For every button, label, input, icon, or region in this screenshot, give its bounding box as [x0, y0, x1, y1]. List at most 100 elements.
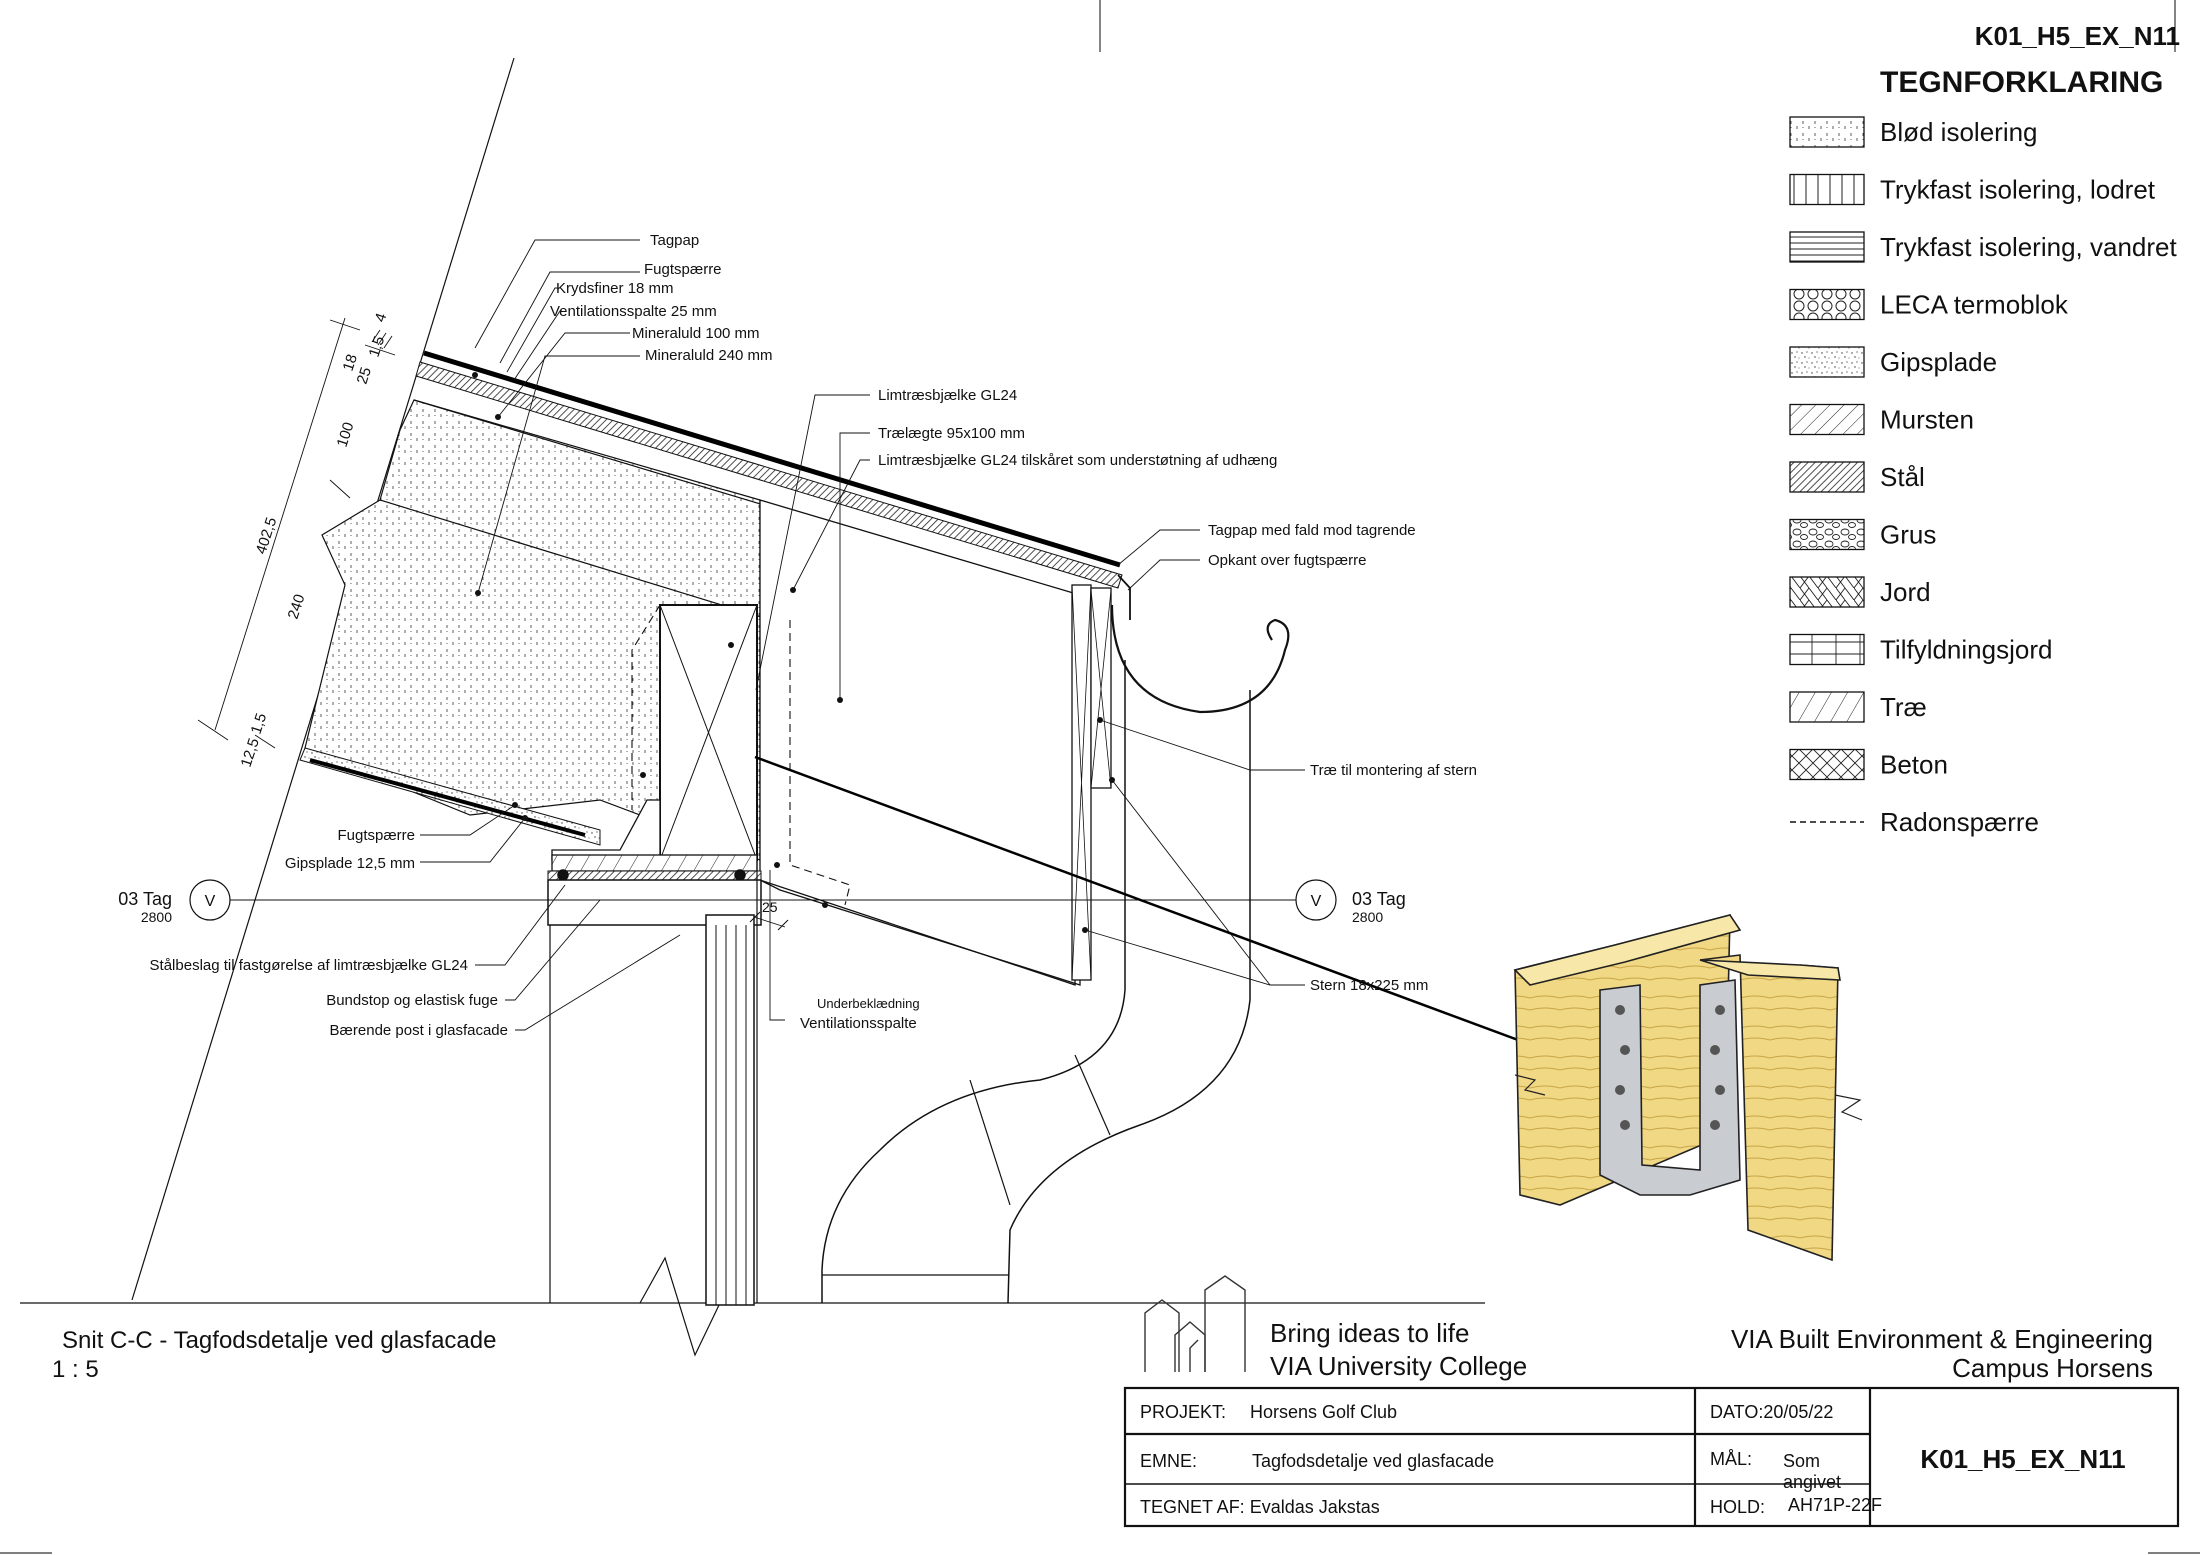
tb-maal-value-1: Som — [1783, 1451, 1820, 1471]
drawing-scale: 1 : 5 — [52, 1356, 99, 1383]
label-dim-25-post: 25 — [762, 899, 778, 915]
label-gipsplade: Gipsplade 12,5 mm — [285, 855, 415, 872]
legend-item-grus: Grus — [1789, 518, 1936, 551]
label-krydsfiner: Krydsfiner 18 mm — [556, 280, 674, 297]
legend-swatch-trae — [1789, 691, 1865, 723]
dim-18: 18 — [340, 352, 361, 373]
brand-slogan: Bring ideas to life — [1270, 1318, 1469, 1348]
legend-label-leca: LECA termoblok — [1880, 290, 2069, 320]
label-fugtspaerre-bottom: Fugtspærre — [337, 827, 415, 844]
legend-item-staal: Stål — [1789, 461, 1925, 493]
tb-emne-label: EMNE: — [1140, 1451, 1197, 1471]
label-bundstop: Bundstop og elastisk fuge — [326, 992, 498, 1009]
level-marker-left: V — [205, 893, 216, 910]
label-tagpap-fald: Tagpap med fald mod tagrende — [1208, 522, 1416, 539]
label-tagpap: Tagpap — [650, 232, 699, 249]
dim-12-5: 12,5 — [238, 736, 263, 769]
legend-label-beton: Beton — [1880, 750, 1948, 780]
label-ventilationsspalte: Ventilationsspalte — [800, 1015, 917, 1032]
tb-emne-value: Tagfodsdetalje ved glasfacade — [1252, 1451, 1494, 1471]
label-trae-montering: Træ til montering af stern — [1310, 762, 1477, 779]
legend-item-jord: Jord — [1789, 576, 1931, 608]
brand-dept: VIA Built Environment & Engineering — [1731, 1324, 2153, 1354]
legend-item-mursten: Mursten — [1789, 403, 1974, 436]
label-limtrae-gl24: Limtræsbjælke GL24 — [878, 387, 1017, 404]
legend-label-blod: Blød isolering — [1880, 117, 2038, 147]
legend-swatch-grus — [1789, 518, 1865, 551]
tb-hold-value: AH71P-22F — [1788, 1495, 1882, 1515]
label-fugtspaerre-top: Fugtspærre — [644, 261, 722, 278]
level-value-left: 2800 — [141, 909, 172, 925]
dim-100: 100 — [334, 420, 358, 449]
roof-plywood — [415, 361, 1123, 589]
legend-item-trae: Træ — [1789, 691, 1927, 723]
dim-1-5b: 1,5 — [248, 711, 271, 736]
brand-campus: Campus Horsens — [1952, 1353, 2153, 1383]
legend-title: TEGNFORKLARING — [1880, 66, 2163, 99]
brand-college: VIA University College — [1270, 1351, 1527, 1381]
legend-item-leca: LECA termoblok — [1789, 288, 2069, 321]
legend-label-radon: Radonspærre — [1880, 807, 2039, 837]
label-baerende-post: Bærende post i glasfacade — [330, 1022, 508, 1039]
legend-item-blod: Blød isolering — [1789, 116, 2038, 148]
legend-item-gips: Gipsplade — [1789, 346, 1997, 378]
callouts: Tagpap Fugtspærre Krydsfiner 18 mm Venti… — [118, 232, 1477, 1039]
tb-projekt-value: Horsens Golf Club — [1250, 1402, 1397, 1422]
legend-item-radon: Radonspærre — [1790, 807, 2039, 837]
label-limtrae-tilskaaret: Limtræsbjælke GL24 tilskåret som underst… — [878, 452, 1277, 469]
tb-maal-value-2: angivet — [1783, 1472, 1841, 1492]
level-name-right: 03 Tag — [1352, 889, 1406, 909]
label-traelaegte: Trælægte 95x100 mm — [878, 425, 1025, 442]
legend-item-trykfast-vandret: Trykfast isolering, vandret — [1789, 231, 2177, 263]
legend-swatch-blod — [1789, 116, 1865, 148]
level-marker-right: V — [1311, 893, 1322, 910]
legend-label-gips: Gipsplade — [1880, 347, 1997, 377]
legend-swatch-mursten — [1789, 403, 1865, 436]
gutter — [1110, 604, 1290, 714]
tb-projekt-label: PROJEKT: — [1140, 1402, 1226, 1422]
legend-swatch-beton — [1789, 748, 1865, 781]
level-value-right: 2800 — [1352, 909, 1383, 925]
legend-swatch-staal — [1789, 461, 1865, 493]
section-drawing — [20, 57, 1546, 1357]
legend-label-tilfyldning: Tilfyldningsjord — [1880, 635, 2052, 665]
tb-tegnet: TEGNET AF: Evaldas Jakstas — [1140, 1497, 1380, 1517]
label-stern: Stern 18x225 mm — [1310, 977, 1428, 994]
legend-swatch-trykfast-vandret — [1789, 231, 1865, 263]
dim-240: 240 — [285, 592, 309, 621]
joist-hanger — [1599, 979, 1741, 1196]
label-mineraluld-240: Mineraluld 240 mm — [645, 347, 773, 364]
legend: K01_H5_EX_N11 TEGNFORKLARING Blød isoler… — [1789, 21, 2180, 837]
tb-maal-label: MÅL: — [1710, 1449, 1752, 1469]
downpipe — [821, 660, 1251, 1304]
legend-swatch-jord — [1789, 576, 1865, 608]
steel-bracket — [547, 870, 762, 881]
label-underbeklaedning: Underbeklædning — [817, 996, 920, 1011]
drawing-title: Snit C-C - Tagfodsdetalje ved glasfacade — [62, 1327, 496, 1354]
label-ventilationsspalte-25: Ventilationsspalte 25 mm — [550, 303, 717, 320]
legend-label-jord: Jord — [1880, 577, 1931, 607]
label-opkant: Opkant over fugtspærre — [1208, 552, 1366, 569]
legend-label-trae: Træ — [1880, 692, 1927, 722]
via-logo — [1144, 1275, 1246, 1372]
bearing-post — [705, 914, 755, 1306]
legend-label-grus: Grus — [1880, 520, 1936, 550]
bracket-illustration — [1513, 913, 1863, 1262]
legend-label-mursten: Mursten — [1880, 405, 1974, 435]
dim-4: 4 — [372, 311, 391, 324]
title-block — [1123, 1386, 2180, 1528]
legend-item-trykfast-lodret: Trykfast isolering, lodret — [1789, 173, 2156, 206]
legend-swatch-leca — [1789, 288, 1865, 321]
legend-label-staal: Stål — [1880, 462, 1925, 492]
tb-dato: DATO:20/05/22 — [1710, 1402, 1833, 1422]
tb-sheet-id: K01_H5_EX_N11 — [1920, 1444, 2125, 1474]
legend-item-tilfyldning: Tilfyldningsjord — [1789, 633, 2052, 666]
label-staalbeslag: Stålbeslag til fastgørelse af limtræsbjæ… — [150, 957, 468, 974]
sheet-id-top: K01_H5_EX_N11 — [1975, 21, 2180, 51]
legend-swatch-tilfyldning — [1789, 633, 1865, 666]
legend-swatch-gips — [1789, 346, 1865, 378]
roof-membrane — [423, 350, 1121, 568]
legend-swatch-trykfast-lodret — [1789, 173, 1865, 206]
